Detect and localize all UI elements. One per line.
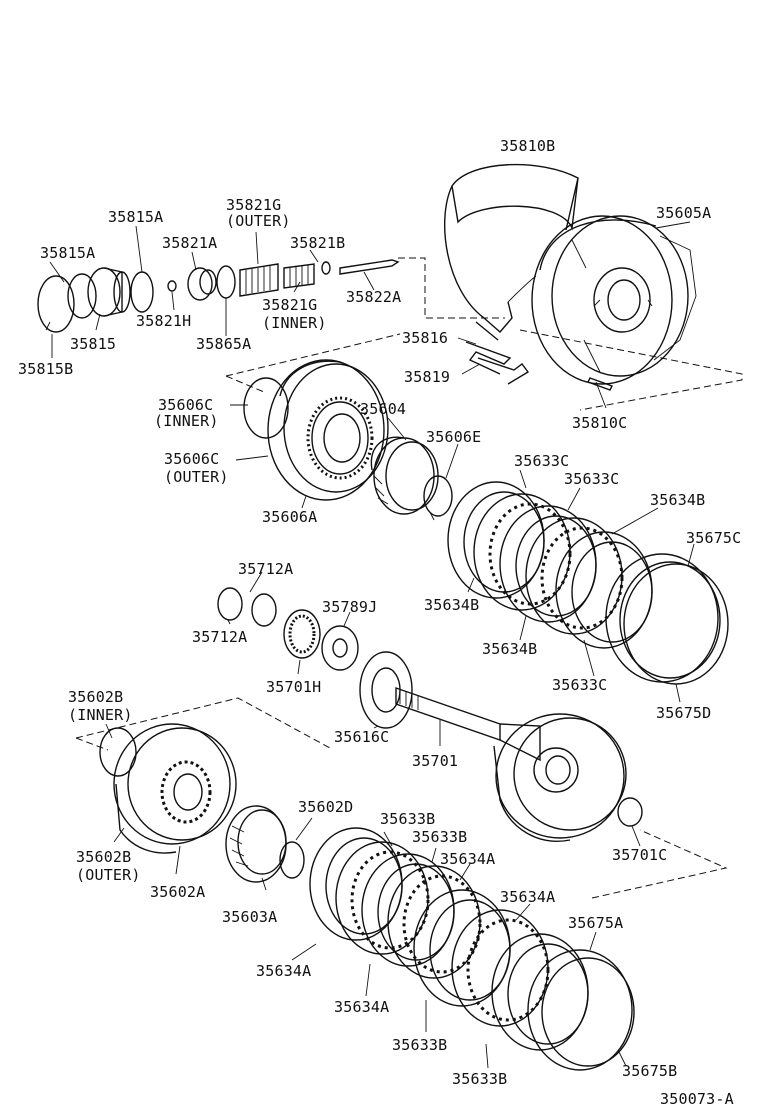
label-35602B-outer: 35602B bbox=[76, 848, 131, 866]
label-35633B-c: 35633B bbox=[392, 1036, 447, 1054]
label-35606C-inner: 35606C bbox=[158, 396, 213, 414]
label-35815A-left: 35815A bbox=[40, 244, 95, 262]
label-35675D: 35675D bbox=[656, 704, 711, 722]
label-35815A-top: 35815A bbox=[108, 208, 163, 226]
label-35633C-a: 35633C bbox=[514, 452, 569, 470]
label-35815: 35815 bbox=[70, 335, 116, 353]
clutch-drum-35605A bbox=[531, 215, 697, 385]
label-35816: 35816 bbox=[402, 329, 448, 347]
label-35634A-b: 35634A bbox=[500, 888, 555, 906]
label-35821H: 35821H bbox=[136, 312, 191, 330]
label-35606E: 35606E bbox=[426, 428, 481, 446]
label-35616C: 35616C bbox=[334, 728, 389, 746]
label-35712A-bottom: 35712A bbox=[192, 628, 247, 646]
label-35605A: 35605A bbox=[656, 204, 711, 222]
label-35822A: 35822A bbox=[346, 288, 401, 306]
label-35634B-c: 35634B bbox=[482, 640, 537, 658]
label-35821G-outer-note: (OUTER) bbox=[226, 212, 291, 230]
dashed-assembly-outlines bbox=[75, 257, 743, 899]
clutch-pack-C bbox=[447, 469, 729, 703]
piston-35606A bbox=[230, 359, 389, 509]
label-35675C: 35675C bbox=[686, 529, 741, 547]
return-spring-35603A bbox=[225, 805, 313, 891]
clutch-pack-A bbox=[291, 827, 635, 1071]
label-35675A: 35675A bbox=[568, 914, 623, 932]
label-35606C-outer: 35606C bbox=[164, 450, 219, 468]
label-35821G-inner: 35821G bbox=[262, 296, 317, 314]
band-strut-parts bbox=[457, 337, 613, 409]
label-35701H: 35701H bbox=[266, 678, 321, 696]
label-35602A: 35602A bbox=[150, 883, 205, 901]
accumulator-parts-top bbox=[37, 225, 400, 358]
label-35602D: 35602D bbox=[298, 798, 353, 816]
label-35633B-a: 35633B bbox=[380, 810, 435, 828]
label-35810B: 35810B bbox=[500, 137, 555, 155]
label-35634A-c: 35634A bbox=[256, 962, 311, 980]
label-35602B-inner: 35602B bbox=[68, 688, 123, 706]
label-35712A-top: 35712A bbox=[238, 560, 293, 578]
label-35602B-outer-note: (OUTER) bbox=[76, 866, 141, 884]
label-35675B: 35675B bbox=[622, 1062, 677, 1080]
label-35865A: 35865A bbox=[196, 335, 251, 353]
label-35606A: 35606A bbox=[262, 508, 317, 526]
return-spring-35604 bbox=[370, 417, 459, 521]
drawing-number: 350073-A bbox=[660, 1090, 734, 1108]
label-35604: 35604 bbox=[360, 400, 406, 418]
input-shaft-35701 bbox=[359, 651, 643, 847]
label-35815B: 35815B bbox=[18, 360, 73, 378]
label-35821G-outer: 35821G bbox=[226, 196, 281, 214]
label-35819: 35819 bbox=[404, 368, 450, 386]
label-35602B-inner-note: (INNER) bbox=[68, 706, 133, 724]
label-35633B-b: 35633B bbox=[412, 828, 467, 846]
label-35603A: 35603A bbox=[222, 908, 277, 926]
label-35821A: 35821A bbox=[162, 234, 217, 252]
label-35606C-outer-note: (OUTER) bbox=[164, 468, 229, 486]
label-35701: 35701 bbox=[412, 752, 458, 770]
thrust-parts-middle bbox=[217, 571, 359, 675]
label-35633C-b: 35633C bbox=[564, 470, 619, 488]
label-35821B: 35821B bbox=[290, 234, 345, 252]
piston-35602A bbox=[99, 723, 237, 875]
label-35810C: 35810C bbox=[572, 414, 627, 432]
label-35789J: 35789J bbox=[322, 598, 377, 616]
label-35606C-inner-note: (INNER) bbox=[154, 412, 219, 430]
label-35634A-d: 35634A bbox=[334, 998, 389, 1016]
label-35701C: 35701C bbox=[612, 846, 667, 864]
label-35821G-inner-note: (INNER) bbox=[262, 314, 327, 332]
part-labels: 35810B 35605A 35815A 35821G (OUTER) 3581… bbox=[18, 137, 741, 1108]
label-35634A-a: 35634A bbox=[440, 850, 495, 868]
label-35634B-b: 35634B bbox=[424, 596, 479, 614]
label-35634B-a: 35634B bbox=[650, 491, 705, 509]
label-35633B-d: 35633B bbox=[452, 1070, 507, 1088]
brake-band-35810B bbox=[443, 163, 579, 341]
label-35633C-c: 35633C bbox=[552, 676, 607, 694]
